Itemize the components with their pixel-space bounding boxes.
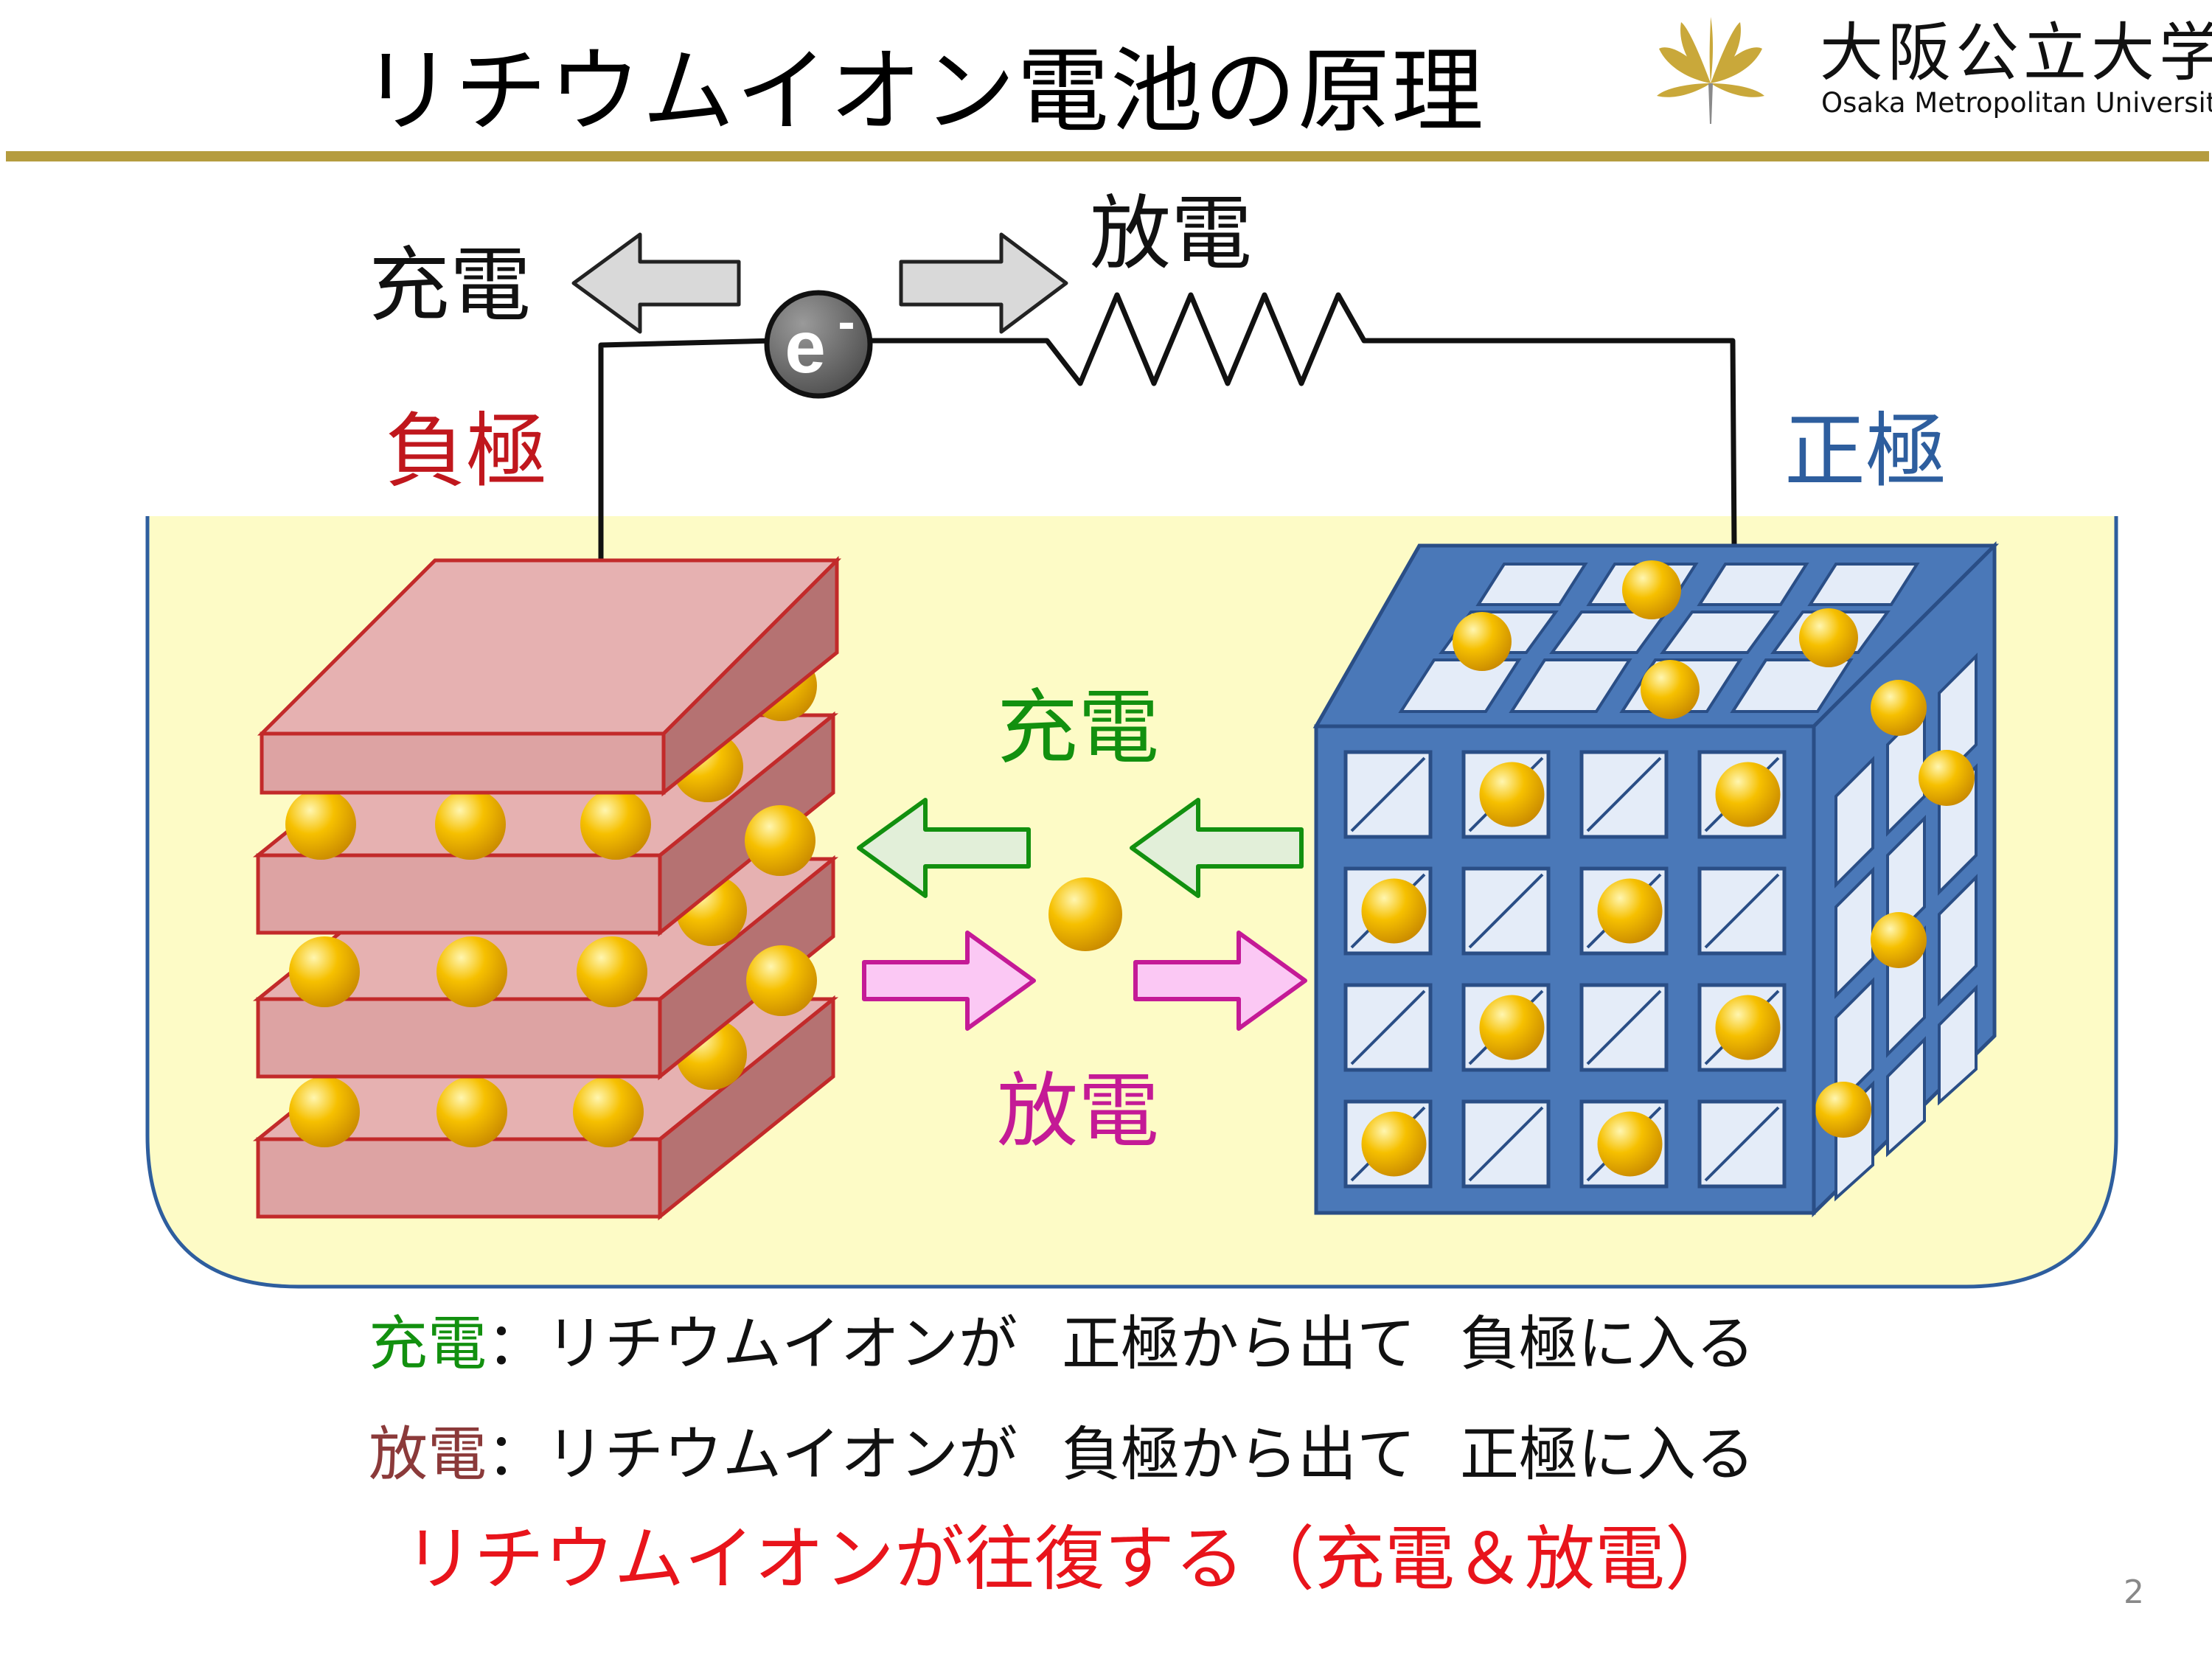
cathode-cell-diagonal <box>1350 990 1426 1065</box>
charge-to: 負極に入る <box>1460 1310 1755 1378</box>
negative-electrode-label: 負極 <box>385 404 547 498</box>
discharge-from: 負極から出て <box>1062 1420 1416 1489</box>
ion-discharge-arrow-left-icon <box>862 931 1036 1031</box>
ion-charge-arrow-right-icon <box>1130 798 1304 898</box>
cathode-cell-diagonal <box>1704 1106 1780 1182</box>
lithium-ion-icon <box>1597 878 1663 944</box>
positive-electrode <box>1312 540 2000 1217</box>
charge-subject: リチウムイオンが <box>546 1310 1018 1378</box>
charge-colon: ： <box>487 1310 546 1378</box>
circuit-charge-label: 充電 <box>369 238 531 333</box>
electron-discharge-arrow-icon <box>899 232 1068 334</box>
cathode-cell-diagonal <box>1468 873 1544 949</box>
svg-text:-: - <box>838 293 855 350</box>
lithium-ion-icon <box>1479 762 1545 827</box>
lithium-ion-icon <box>1715 762 1781 827</box>
charge-explanation: 充電：リチウムイオンが正極から出て負極に入る <box>369 1309 1755 1380</box>
ion-charge-arrow-left-icon <box>857 798 1031 898</box>
electron-icon: e - <box>764 290 873 399</box>
electron-charge-arrow-icon <box>571 232 741 334</box>
page-title: リチウムイオン電池の原理 <box>361 38 1485 145</box>
page-number: 2 <box>2124 1573 2144 1611</box>
cathode-cell-diagonal <box>1704 873 1780 949</box>
discharge-to: 正極に入る <box>1460 1420 1755 1489</box>
cathode-cell-diagonal <box>1468 1106 1544 1182</box>
circuit-wire <box>598 292 1737 560</box>
lithium-ion-icon <box>1479 995 1545 1060</box>
cathode-cell-diagonal <box>1586 757 1662 832</box>
lithium-ion-icon <box>1361 1111 1427 1177</box>
lithium-ion-icon <box>1715 995 1781 1060</box>
title-divider <box>6 151 2209 161</box>
cathode-cell-diagonal <box>1350 757 1426 832</box>
discharge-colon: ： <box>487 1420 546 1489</box>
negative-electrode <box>252 555 842 1221</box>
summary-text: リチウムイオンが往復する（充電＆放電） <box>404 1519 1736 1600</box>
discharge-term: 放電 <box>369 1420 487 1489</box>
discharge-subject: リチウムイオンが <box>546 1420 1018 1489</box>
svg-text:e: e <box>785 306 826 389</box>
ginkgo-logo-icon <box>1657 17 1764 124</box>
charge-term: 充電 <box>369 1310 487 1378</box>
charge-from: 正極から出て <box>1062 1310 1416 1378</box>
cathode-cell-diagonal <box>1586 990 1662 1065</box>
lithium-ion-icon <box>1597 1111 1663 1177</box>
circuit-discharge-label: 放電 <box>1090 187 1252 281</box>
lithium-ion-icon <box>1361 878 1427 944</box>
positive-electrode-label: 正極 <box>1784 404 1947 498</box>
ion-discharge-arrow-right-icon <box>1133 931 1307 1031</box>
university-name-en: Osaka Metropolitan University <box>1821 87 2212 119</box>
cathode-front-cells <box>1343 750 1787 1189</box>
ion-discharge-label: 放電 <box>997 1064 1159 1158</box>
lithium-ion-icon <box>1048 877 1122 951</box>
discharge-explanation: 放電：リチウムイオンが負極から出て正極に入る <box>369 1419 1755 1490</box>
ion-charge-label: 充電 <box>997 681 1159 775</box>
university-name-ja: 大阪公立大学 <box>1820 16 2212 90</box>
